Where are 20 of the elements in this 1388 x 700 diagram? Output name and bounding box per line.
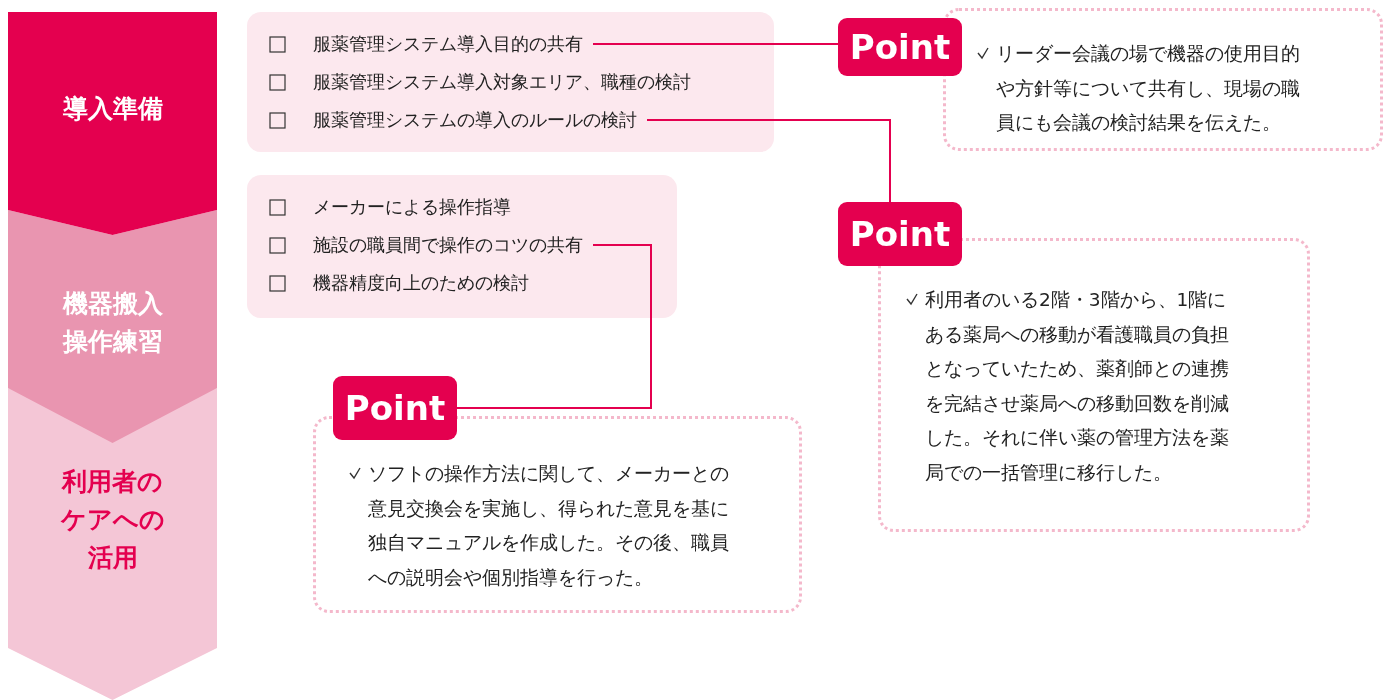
- checklist-item: 服薬管理システムの導入のルールの検討: [313, 106, 647, 134]
- checklist-item: 機器精度向上のための検討: [313, 269, 539, 297]
- checklist-panel: [247, 175, 677, 318]
- note-text: ソフトの操作方法に関して、メーカーとの意見交換会を実施し、得られた意見を基に独自マニュアルを作成した。その後、職員への説明会や個別指導を行った。: [368, 462, 730, 590]
- checklist-item: メーカーによる操作指導: [313, 193, 521, 221]
- checklist-item: 施設の職員間で操作のコツの共有: [313, 231, 593, 259]
- note-text: リーダー会議の場で機器の使用目的や方針等について共有し、現場の職員にも会議の検討結果を伝えた。: [996, 42, 1301, 135]
- note-text: 利用者のいる2階・3階から、1階にある薬局への移動が看護職員の負担となっていたため、薬剤師との連携を完結させ薬局への移動回数を削減した。それに伴い薬の管理方法を薬局での一括管理に移行した。: [925, 288, 1230, 485]
- connector-line: [456, 244, 652, 409]
- connector-line: [646, 119, 891, 203]
- checklist-item: 服薬管理システム導入目的の共有: [313, 30, 593, 58]
- point-badge: Point: [838, 18, 962, 76]
- stage-band: 導入準備: [8, 12, 217, 235]
- connector-line: [592, 43, 839, 45]
- checklist-item: 服薬管理システム導入対象エリア、職種の検討: [313, 68, 701, 96]
- checklist-panel: [247, 12, 774, 152]
- point-badge: Point: [838, 202, 962, 266]
- stage-band: 利用者のケアへの活用: [8, 388, 217, 700]
- stage-band: 機器搬入操作練習: [8, 210, 217, 443]
- point-badge: Point: [333, 376, 457, 440]
